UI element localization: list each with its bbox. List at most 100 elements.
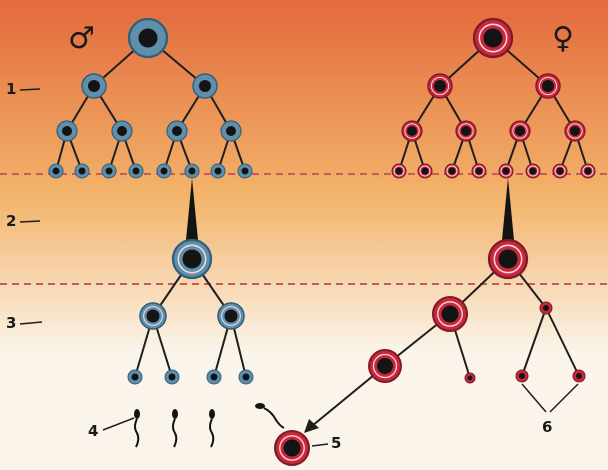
female-growth-wedge (502, 178, 514, 240)
female-cell-l3-1-nucleus (461, 126, 471, 136)
female-symbol: ♀ (552, 21, 574, 56)
female-cell-l4-7-ring (582, 165, 594, 177)
male-spermatid-1 (164, 369, 180, 385)
male-cell-l3-2 (166, 120, 188, 142)
male-cell-l4-7-nucleus (241, 167, 249, 175)
male-cell-l3-3 (220, 120, 242, 142)
sperm-1-tail (172, 418, 178, 448)
male-cell-l3-0 (56, 120, 78, 142)
female-secondary-oocyte (431, 295, 469, 333)
sperm-cells (134, 403, 285, 448)
female-cell-l4-6-nucleus (556, 167, 564, 175)
fertilized-egg-nucleus (283, 439, 301, 457)
sperm-0-tail (134, 418, 140, 448)
female-ootid-ring (372, 353, 398, 379)
female-cell-l4-0 (391, 163, 407, 179)
sperm-1-head (172, 409, 178, 419)
female-cell-l3-2-nucleus (515, 126, 525, 136)
female-first-polar-body (539, 301, 553, 315)
stage-label-2-leader (19, 220, 41, 223)
female-cell-l4-5 (525, 163, 541, 179)
callout-5-fertilized-egg: 5 (331, 434, 341, 452)
female-cell-l3-0-nucleus (407, 126, 417, 136)
sperm-2-tail (209, 418, 215, 448)
female-oogonium-root-nucleus (483, 28, 503, 48)
female-cell-l3-1-ring (458, 123, 474, 139)
male-growth-wedge (186, 178, 198, 240)
female-second-polar-body (464, 372, 476, 384)
male-primary-spermatocyte-ring (177, 244, 207, 274)
callout-4-leader (102, 417, 135, 431)
cells-layer (48, 17, 596, 467)
callout-5-leader (311, 443, 329, 447)
sperm-2-head (209, 409, 215, 419)
stage-label-1-leader (19, 88, 41, 91)
female-ootid (368, 349, 402, 383)
female-cell-l2-0-ring (430, 76, 450, 96)
callout-6-leader-a (521, 383, 547, 413)
male-cell-l3-1-nucleus (117, 126, 127, 136)
male-secondary-spermatocyte-1-ring (221, 306, 241, 326)
sperm-0 (134, 409, 140, 448)
female-cell-l4-2 (444, 163, 460, 179)
female-ootid-nucleus (377, 358, 393, 374)
female-cell-l4-4-ring (500, 165, 512, 177)
male-cell-l4-7 (237, 163, 253, 179)
callout-6-polar-bodies: 6 (542, 418, 552, 436)
female-cell-l4-7 (580, 163, 596, 179)
female-oogonium-root (472, 17, 514, 59)
male-cell-l4-3-nucleus (132, 167, 140, 175)
female-polar-body-b (572, 369, 586, 383)
male-spermatid-1-nucleus (168, 373, 176, 381)
fertilized-egg-ring (279, 435, 305, 461)
female-polar-body-a (515, 369, 529, 383)
female-cell-l4-6 (552, 163, 568, 179)
female-secondary-oocyte-nucleus (441, 305, 459, 323)
female-secondary-oocyte-ring (437, 301, 463, 327)
male-secondary-spermatocyte-1-nucleus (224, 309, 238, 323)
male-cell-l2-0-nucleus (88, 80, 100, 92)
female-cell-l2-0-nucleus (434, 80, 446, 92)
female-cell-l3-0-ring (404, 123, 420, 139)
sperm-approaching-egg-tail (263, 407, 285, 429)
callout-6-leader-b (549, 383, 579, 413)
male-cell-l4-0-nucleus (52, 167, 60, 175)
male-primary-spermatocyte-nucleus (182, 249, 202, 269)
female-cell-l4-0-ring (393, 165, 405, 177)
stage-label-3: 3 (6, 314, 16, 332)
female-cell-l2-1-ring (538, 76, 558, 96)
callout-4-sperm: 4 (88, 422, 98, 440)
male-cell-l4-5 (184, 163, 200, 179)
female-primary-oocyte-ring (493, 244, 523, 274)
male-spermatid-3-nucleus (242, 373, 250, 381)
male-spermatid-0 (127, 369, 143, 385)
stage-label-2: 2 (6, 212, 16, 230)
female-cell-l4-3-nucleus (475, 167, 483, 175)
female-first-polar-body-nucleus (543, 305, 549, 311)
male-cell-l4-1 (74, 163, 90, 179)
female-second-polar-body-nucleus (467, 375, 473, 381)
female-cell-l3-2-ring (512, 123, 528, 139)
stage-label-3-leader (19, 321, 43, 325)
male-secondary-spermatocyte-0 (139, 302, 167, 330)
male-primary-spermatocyte (171, 238, 213, 280)
female-cell-l4-2-nucleus (448, 167, 456, 175)
female-cell-l3-3-nucleus (570, 126, 580, 136)
female-cell-l3-0 (401, 120, 423, 142)
sperm-1 (172, 409, 178, 448)
male-cell-l4-0 (48, 163, 64, 179)
female-cell-l4-4 (498, 163, 514, 179)
female-cell-l4-1-ring (419, 165, 431, 177)
female-cell-l4-1-nucleus (421, 167, 429, 175)
male-spermatid-3 (238, 369, 254, 385)
male-cell-l4-6 (210, 163, 226, 179)
male-secondary-spermatocyte-1 (217, 302, 245, 330)
male-cell-l4-2 (101, 163, 117, 179)
female-cell-l2-1-nucleus (542, 80, 554, 92)
male-spermatid-2-nucleus (210, 373, 218, 381)
female-cell-l4-5-nucleus (529, 167, 537, 175)
sperm-0-head (134, 409, 140, 419)
